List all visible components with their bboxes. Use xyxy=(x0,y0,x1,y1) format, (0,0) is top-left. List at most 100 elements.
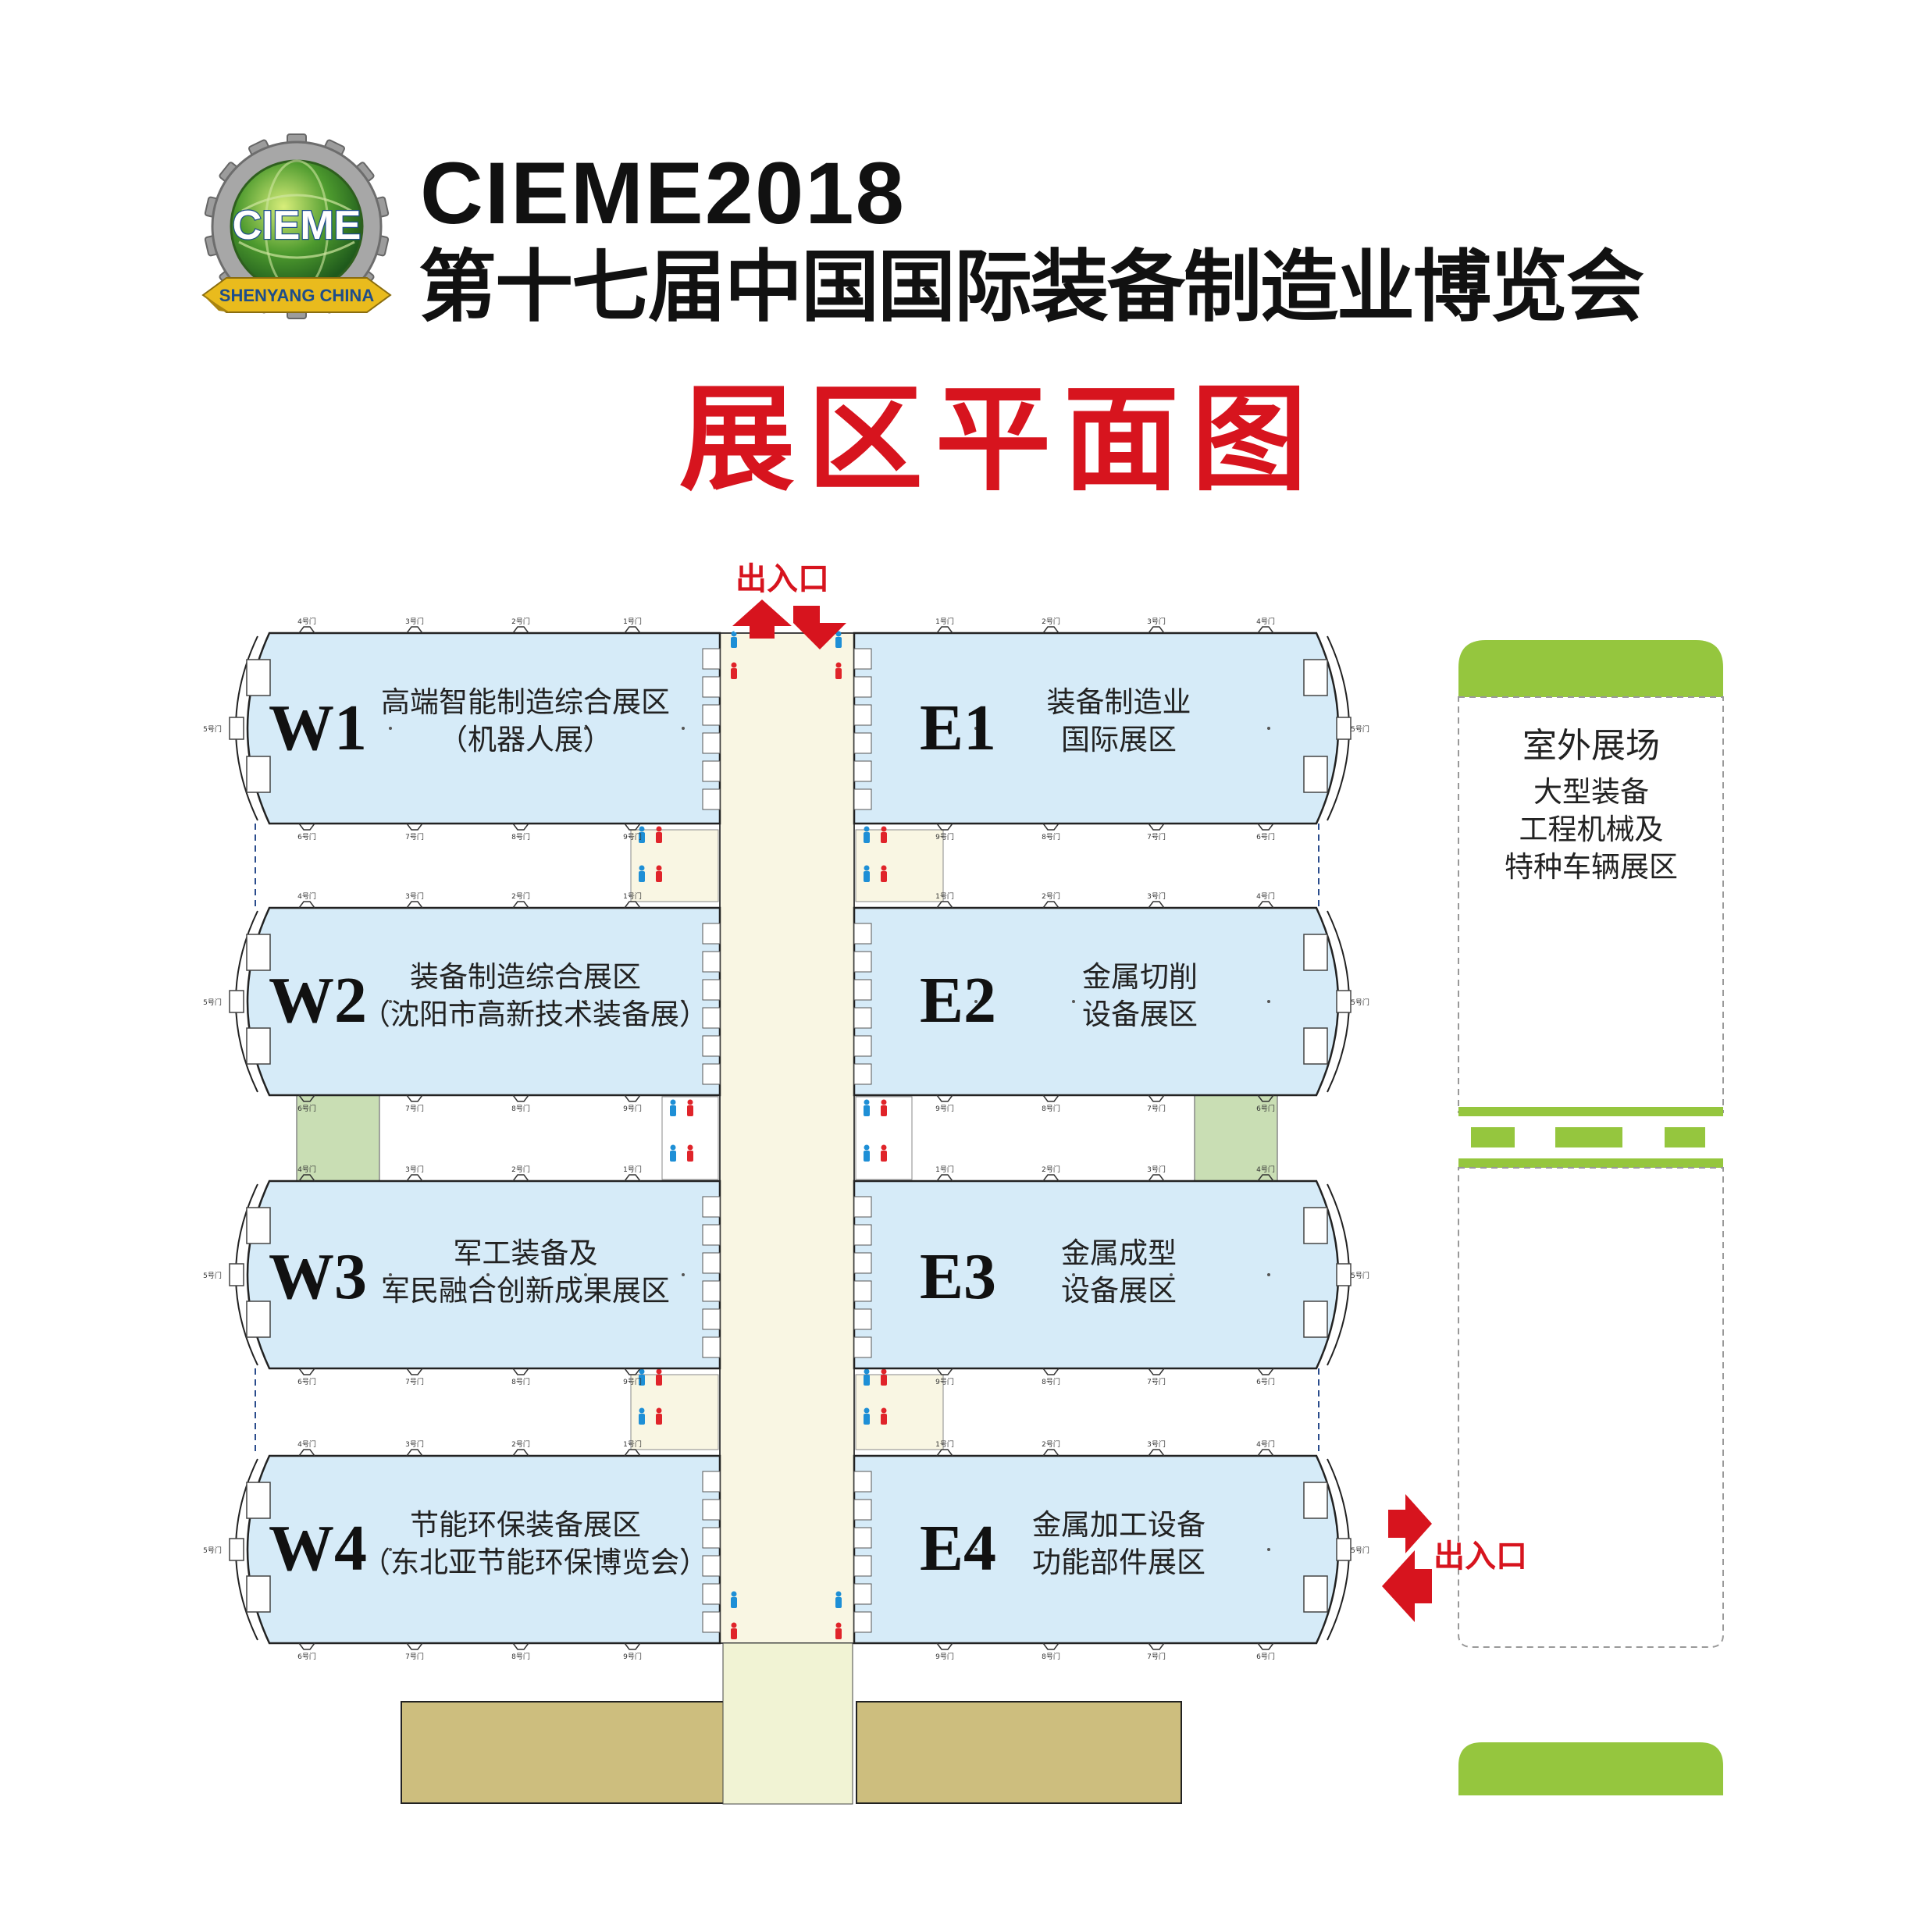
hall-desc-line1: 军工装备及 xyxy=(453,1236,598,1270)
door-label: 8号门 xyxy=(511,1377,530,1386)
svg-text:5号门: 5号门 xyxy=(203,1271,222,1280)
male-toilet-icon xyxy=(639,1407,645,1425)
annex-east xyxy=(1194,1094,1278,1182)
hall-desc-line2: 国际展区 xyxy=(1061,723,1177,757)
door-label: 8号门 xyxy=(1042,832,1060,841)
hall-desc-line1: 金属成型 xyxy=(1061,1236,1177,1270)
arrow-left-icon xyxy=(1382,1550,1432,1622)
hall-description-w2: 装备制造综合展区 （沈阳市高新技术装备展） xyxy=(361,959,708,1034)
door-label: 7号门 xyxy=(1147,1652,1166,1661)
male-toilet-icon xyxy=(864,865,870,882)
door-label: 6号门 xyxy=(1256,1652,1275,1661)
door-label: 7号门 xyxy=(405,1377,424,1386)
male-toilet-icon xyxy=(731,631,737,648)
door-label: 9号门 xyxy=(623,1104,642,1113)
svg-text:5号门: 5号门 xyxy=(1351,1271,1369,1280)
door-label: 7号门 xyxy=(1147,1104,1166,1113)
female-toilet-icon xyxy=(656,1368,662,1386)
male-toilet-icon xyxy=(864,826,870,843)
door-label: 1号门 xyxy=(935,1165,954,1174)
door-label: 4号门 xyxy=(1256,891,1275,901)
door-label: 3号门 xyxy=(1147,1165,1166,1174)
door-label: 6号门 xyxy=(297,832,316,841)
cieme-logo: CIEME SHENYANG CHINA xyxy=(187,125,406,343)
door-label: 8号门 xyxy=(511,832,530,841)
hall-desc-line2: 设备展区 xyxy=(1082,998,1198,1032)
door-label: 7号门 xyxy=(405,1652,424,1661)
svg-text:5号门: 5号门 xyxy=(1351,724,1369,734)
hall-description-e1: 装备制造业国际展区 xyxy=(955,684,1283,759)
door-label: 3号门 xyxy=(405,1439,424,1449)
outdoor-title: 室外展场 xyxy=(1522,726,1660,766)
hall-desc-line1: 装备制造业 xyxy=(1046,685,1191,719)
female-toilet-icon xyxy=(687,1099,693,1116)
door-label: 1号门 xyxy=(935,1439,954,1449)
central-corridor xyxy=(719,632,855,1644)
hall-desc-line2: （东北亚节能环保博览会） xyxy=(361,1546,708,1580)
door-label: 4号门 xyxy=(1256,1165,1275,1174)
female-toilet-icon xyxy=(656,1407,662,1425)
title-english: CIEME2018 xyxy=(420,144,906,242)
door-label: 3号门 xyxy=(1147,1439,1166,1449)
door-label: 8号门 xyxy=(1042,1652,1060,1661)
female-toilet-icon xyxy=(687,1144,693,1162)
door-label: 8号门 xyxy=(1042,1104,1060,1113)
entrance-label-side: 出入口 xyxy=(1433,1539,1527,1574)
door-label: 2号门 xyxy=(511,617,530,626)
hall-label-w2: W2 xyxy=(269,964,367,1037)
door-label: 9号门 xyxy=(623,1652,642,1661)
hall-label-e4: E4 xyxy=(920,1512,997,1585)
hall-desc-line2: （沈阳市高新技术装备展） xyxy=(361,998,708,1032)
hall-description-e4: 金属加工设备功能部件展区 xyxy=(955,1507,1283,1582)
door-label: 2号门 xyxy=(511,1165,530,1174)
door-label: 1号门 xyxy=(935,617,954,626)
hall-label-w4: W4 xyxy=(269,1512,367,1585)
logo-acronym: CIEME xyxy=(233,203,361,248)
entrance-label-top: 出入口 xyxy=(735,561,829,597)
door-label: 4号门 xyxy=(297,1165,316,1174)
door-label: 3号门 xyxy=(1147,891,1166,901)
arrow-down-icon xyxy=(793,606,846,649)
title-chinese: 第十七届中国国际装备制造业博览会 xyxy=(418,241,1644,333)
hall-desc-line2: （机器人展） xyxy=(439,723,612,757)
male-toilet-icon xyxy=(731,1591,737,1608)
svg-text:5号门: 5号门 xyxy=(203,724,222,734)
door-label: 7号门 xyxy=(405,832,424,841)
male-toilet-icon xyxy=(639,865,645,882)
hall-label-e2: E2 xyxy=(920,964,997,1037)
door-label: 9号门 xyxy=(935,1104,954,1113)
hall-desc-line1: 金属加工设备 xyxy=(1032,1508,1206,1542)
outdoor-line1: 大型装备 xyxy=(1533,774,1649,809)
door-label: 1号门 xyxy=(623,891,642,901)
svg-text:5号门: 5号门 xyxy=(203,998,222,1007)
door-label: 4号门 xyxy=(1256,617,1275,626)
hall-description-w4: 节能环保装备展区 （东北亚节能环保博览会） xyxy=(361,1507,708,1582)
door-label: 1号门 xyxy=(623,1439,642,1449)
male-toilet-icon xyxy=(864,1407,870,1425)
door-label: 9号门 xyxy=(623,832,642,841)
door-label: 6号门 xyxy=(1256,832,1275,841)
hall-desc-line1: 装备制造综合展区 xyxy=(410,960,641,994)
door-label: 9号门 xyxy=(935,832,954,841)
hall-desc-line1: 金属切削 xyxy=(1082,960,1198,994)
hall-desc-line1: 节能环保装备展区 xyxy=(410,1508,641,1542)
hall-label-e1: E1 xyxy=(920,692,997,764)
hall-desc-line2: 功能部件展区 xyxy=(1032,1546,1206,1580)
bottom-building-west xyxy=(401,1701,725,1804)
female-toilet-icon xyxy=(731,662,737,679)
door-label: 4号门 xyxy=(297,1439,316,1449)
female-toilet-icon xyxy=(835,1622,842,1639)
male-toilet-icon xyxy=(670,1144,676,1162)
hall-description-w3: 军工装备及军民融合创新成果展区 xyxy=(361,1235,689,1310)
door-label: 6号门 xyxy=(1256,1377,1275,1386)
door-label: 6号门 xyxy=(297,1652,316,1661)
map-title: 展区平面图 xyxy=(679,371,1319,507)
svg-text:5号门: 5号门 xyxy=(203,1546,222,1555)
male-toilet-icon xyxy=(639,826,645,843)
door-label: 8号门 xyxy=(511,1104,530,1113)
bottom-building-east xyxy=(856,1701,1182,1804)
male-toilet-icon xyxy=(864,1099,870,1116)
door-label: 1号门 xyxy=(623,617,642,626)
door-label: 7号门 xyxy=(1147,832,1166,841)
male-toilet-icon xyxy=(835,631,842,648)
